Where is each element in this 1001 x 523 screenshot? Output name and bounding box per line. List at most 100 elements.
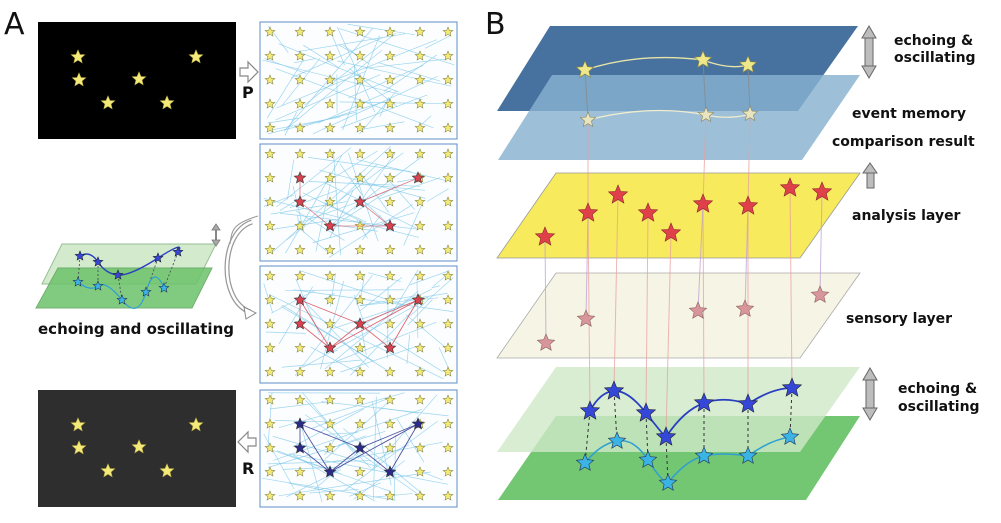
star-neuron-icon (354, 490, 366, 501)
star-neuron-icon (692, 193, 714, 213)
star-neuron-icon (384, 366, 396, 377)
star-neuron-icon (383, 465, 397, 478)
star-neuron-icon (294, 50, 306, 61)
star-neuron-icon (324, 394, 336, 405)
star-neuron-icon (660, 222, 682, 242)
star-neuron-icon (324, 294, 336, 305)
star-neuron-icon (264, 220, 276, 231)
star-neuron-icon (92, 280, 104, 291)
star-neuron-icon (414, 122, 426, 133)
star-neuron-icon (414, 394, 426, 405)
star-neuron-icon (442, 196, 454, 207)
star-neuron-icon (354, 394, 366, 405)
star-neuron-icon (442, 98, 454, 109)
star-neuron-icon (354, 98, 366, 109)
star-neuron-icon (383, 341, 397, 354)
star-neuron-icon (172, 246, 184, 257)
star-neuron-icon (324, 270, 336, 281)
star-neuron-icon (353, 441, 367, 454)
star-neuron-icon (442, 50, 454, 61)
a-echo-network (72, 246, 184, 309)
r-hollow-arrow-icon (237, 430, 257, 454)
star-neuron-icon (71, 72, 87, 87)
star-neuron-icon (293, 293, 307, 306)
star-neuron-icon (70, 49, 86, 64)
star-neuron-icon (741, 105, 759, 122)
activated-pattern (293, 171, 425, 232)
p-label: P (242, 83, 254, 102)
star-neuron-icon (688, 301, 708, 319)
star-neuron-icon (411, 417, 425, 430)
star-neuron-icon (384, 98, 396, 109)
star-neuron-icon (294, 122, 306, 133)
star-neuron-icon (324, 418, 336, 429)
star-neuron-icon (264, 172, 276, 183)
star-neuron-icon (414, 196, 426, 207)
star-neuron-icon (735, 299, 755, 317)
star-neuron-icon (293, 171, 307, 184)
star-neuron-icon (414, 98, 426, 109)
star-neuron-icon (414, 270, 426, 281)
star-neuron-icon (637, 202, 659, 222)
star-neuron-icon (414, 244, 426, 255)
star-neuron-icon (442, 418, 454, 429)
star-neuron-icon (384, 244, 396, 255)
star-neuron-icon (116, 294, 128, 305)
recall-star-pattern (70, 417, 204, 478)
star-neuron-icon (324, 490, 336, 501)
star-neuron-icon (693, 392, 715, 412)
star-neuron-icon (442, 270, 454, 281)
star-neuron-icon (658, 473, 678, 491)
star-neuron-icon (353, 317, 367, 330)
star-neuron-icon (384, 196, 396, 207)
star-neuron-icon (264, 466, 276, 477)
star-neuron-icon (442, 148, 454, 159)
star-neuron-icon (354, 418, 366, 429)
star-neuron-icon (575, 60, 595, 78)
sensory-layer (496, 272, 861, 359)
star-neuron-icon (152, 252, 164, 263)
star-neuron-icon (442, 74, 454, 85)
r-label: R (242, 459, 254, 478)
star-neuron-icon (384, 50, 396, 61)
star-neuron-icon (264, 74, 276, 85)
star-neuron-icon (323, 465, 337, 478)
star-neuron-icon (577, 202, 599, 222)
star-neuron-icon (635, 402, 657, 422)
star-neuron-icon (354, 366, 366, 377)
star-neuron-icon (294, 98, 306, 109)
star-neuron-icon (294, 26, 306, 37)
star-neuron-icon (100, 95, 116, 110)
star-neuron-icon (324, 26, 336, 37)
star-neuron-icon (811, 181, 833, 201)
star-neuron-icon (655, 426, 677, 446)
star-neuron-icon (264, 244, 276, 255)
star-neuron-icon (810, 285, 830, 303)
star-neuron-icon (737, 195, 759, 215)
star-neuron-icon (324, 442, 336, 453)
a-double-arrow-icon (211, 223, 221, 247)
star-neuron-icon (264, 318, 276, 329)
star-neuron-icon (384, 442, 396, 453)
echo-upper-layer (497, 367, 860, 452)
star-neuron-icon (384, 74, 396, 85)
star-neuron-icon (159, 463, 175, 478)
star-neuron-icon (324, 122, 336, 133)
star-neuron-icon (158, 282, 170, 293)
star-neuron-icon (737, 393, 759, 413)
star-neuron-icon (264, 294, 276, 305)
star-neuron-icon (264, 490, 276, 501)
star-neuron-icon (354, 244, 366, 255)
star-neuron-icon (293, 317, 307, 330)
star-neuron-icon (536, 333, 556, 351)
star-neuron-icon (411, 171, 425, 184)
star-neuron-icon (694, 446, 714, 464)
star-neuron-icon (354, 26, 366, 37)
star-neuron-icon (324, 196, 336, 207)
star-neuron-icon (324, 172, 336, 183)
star-neuron-icon (442, 122, 454, 133)
star-neuron-icon (384, 294, 396, 305)
star-neuron-icon (603, 380, 625, 400)
star-neuron-icon (264, 148, 276, 159)
